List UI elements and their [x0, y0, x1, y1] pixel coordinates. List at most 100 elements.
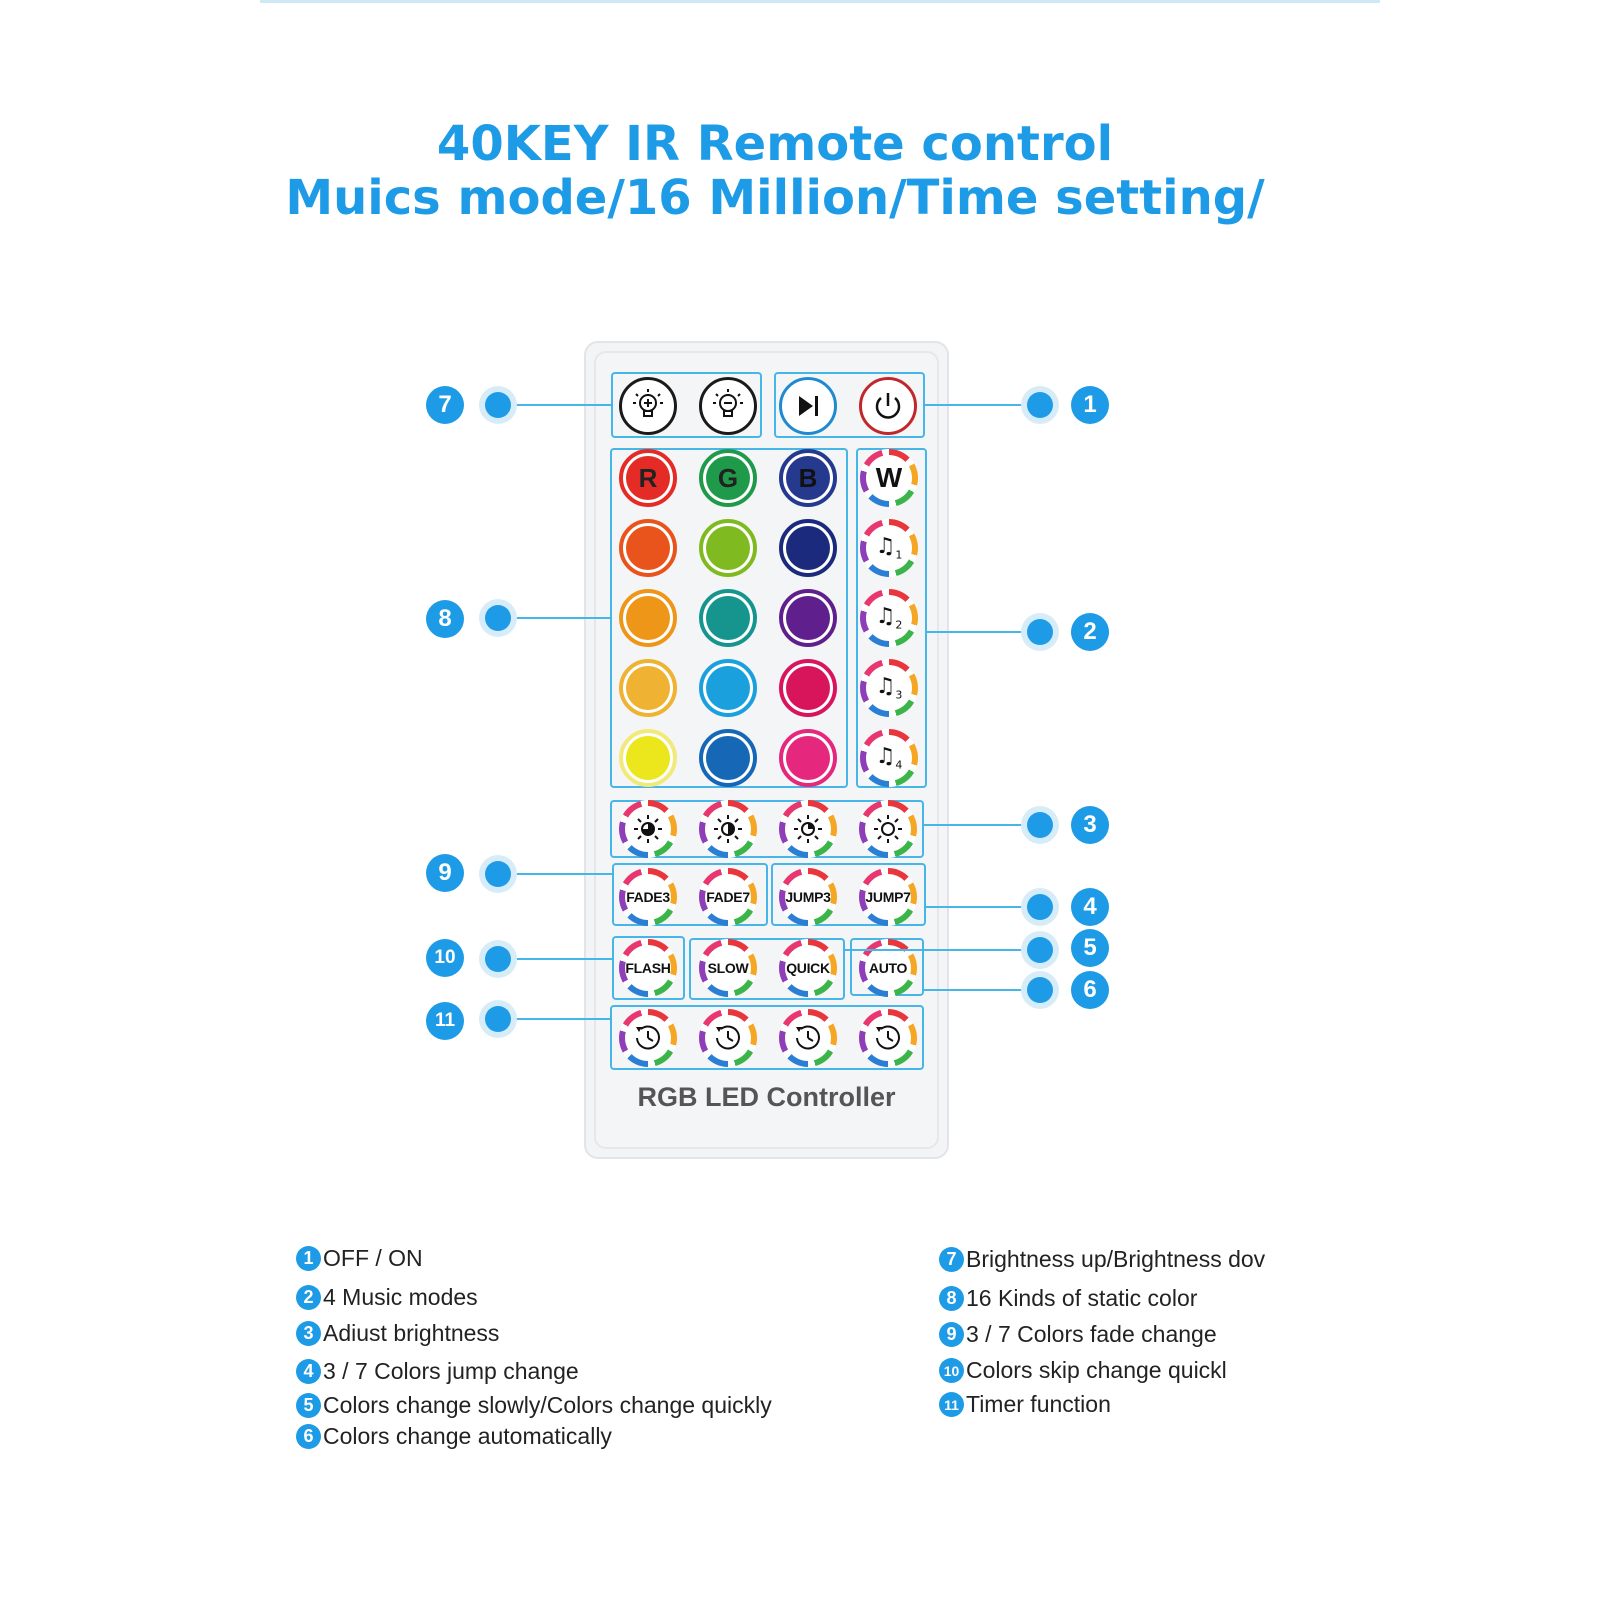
color-button-navy[interactable]: [779, 519, 837, 577]
button-face: W: [866, 455, 912, 501]
fade3-label: FADE3: [626, 889, 670, 905]
color-button-blue[interactable]: [699, 729, 757, 787]
music-mode-1-button[interactable]: ♫1: [860, 519, 918, 577]
button-face: [865, 1015, 911, 1061]
legend-number: 3: [296, 1321, 321, 1346]
button-face: FADE7: [705, 874, 751, 920]
color-button-crimson[interactable]: [779, 659, 837, 717]
button-face: QUICK: [785, 945, 831, 991]
legend-text: Brightness up/Brightness dov: [966, 1246, 1266, 1272]
red-letter: R: [638, 462, 658, 493]
power-play-group: [774, 372, 925, 438]
button-face: [785, 1015, 831, 1061]
timer-1h-button[interactable]: [619, 1009, 677, 1067]
pin-11: [485, 1006, 511, 1032]
music-mode-3-button[interactable]: ♫3: [860, 659, 918, 717]
fade7-label: FADE7: [706, 889, 750, 905]
color-button-orange[interactable]: [619, 589, 677, 647]
callout-8: 8: [426, 600, 464, 638]
legend-text: 4 Music modes: [323, 1284, 478, 1310]
jump-group: [771, 863, 926, 926]
brightness-level-2-button[interactable]: [699, 800, 757, 858]
callout-3: 3: [1071, 806, 1109, 844]
brightness-level-4-button[interactable]: [859, 800, 917, 858]
red-dot: R: [626, 456, 670, 500]
pin-10: [485, 946, 511, 972]
timer-4h-button[interactable]: [859, 1009, 917, 1067]
bulb-plus-icon: [633, 389, 663, 417]
top-divider: [260, 0, 1380, 3]
legend-text: Colors change slowly/Colors change quick…: [323, 1392, 772, 1418]
green-letter: G: [717, 462, 739, 493]
color-dot: [786, 526, 830, 570]
brightness-level-3-button[interactable]: [779, 800, 837, 858]
timer-2h-button[interactable]: [699, 1009, 757, 1067]
color-button-sky[interactable]: [699, 659, 757, 717]
callout-9: 9: [426, 854, 464, 892]
play-pause-button[interactable]: [779, 377, 837, 435]
color-button-purple[interactable]: [779, 589, 837, 647]
red-button[interactable]: R: [619, 449, 677, 507]
green-button[interactable]: G: [699, 449, 757, 507]
fade7-button[interactable]: FADE7: [699, 868, 757, 926]
legend-number: 9: [939, 1322, 964, 1347]
white-button[interactable]: W: [860, 449, 918, 507]
leader-line-6: [924, 989, 1040, 991]
jump7-button[interactable]: JUMP7: [859, 868, 917, 926]
jump3-button[interactable]: JUMP3: [779, 868, 837, 926]
callout-2: 2: [1071, 613, 1109, 651]
legend-number: 11: [939, 1392, 964, 1417]
music-mode-number: 1: [895, 548, 903, 562]
timer-3h-button[interactable]: [779, 1009, 837, 1067]
slow-label: SLOW: [707, 960, 749, 976]
color-button-lime[interactable]: [699, 519, 757, 577]
button-face: ♫2: [866, 595, 912, 641]
callout-11: 11: [426, 1002, 464, 1040]
slow-button[interactable]: SLOW: [699, 939, 757, 997]
auto-label: AUTO: [868, 960, 908, 976]
music-note-icon: ♫3: [875, 674, 903, 702]
color-button-orange-red[interactable]: [619, 519, 677, 577]
auto-button[interactable]: AUTO: [859, 939, 917, 997]
brightness-up-button[interactable]: [619, 377, 677, 435]
callout-10: 10: [426, 939, 464, 977]
pin-3: [1027, 812, 1053, 838]
brightness-level-1-button[interactable]: [619, 800, 677, 858]
music-mode-2-button[interactable]: ♫2: [860, 589, 918, 647]
color-button-amber[interactable]: [619, 659, 677, 717]
page-title-line-2: Muics mode/16 Million/Time setting/: [285, 170, 1265, 226]
button-face: JUMP7: [865, 874, 911, 920]
timer-group: [610, 1005, 924, 1070]
button-face: JUMP3: [785, 874, 831, 920]
flash-group: [612, 936, 685, 1000]
color-button-teal[interactable]: [699, 589, 757, 647]
quick-button[interactable]: QUICK: [779, 939, 837, 997]
music-mode-number: 2: [895, 618, 903, 632]
color-dot: [786, 736, 830, 780]
speed-group: [689, 938, 845, 1000]
color-button-pink[interactable]: [779, 729, 837, 787]
music-mode-number: 4: [895, 758, 903, 772]
page-title-line-1: 40KEY IR Remote control: [436, 116, 1114, 172]
blue-button[interactable]: B: [779, 449, 837, 507]
pin-9: [485, 861, 511, 887]
color-button-yellow[interactable]: [619, 729, 677, 787]
color-dot: [626, 666, 670, 710]
color-dot: [706, 666, 750, 710]
fade3-button[interactable]: FADE3: [619, 868, 677, 926]
power-icon: [875, 393, 901, 419]
green-dot: G: [706, 456, 750, 500]
brightness-down-button[interactable]: [699, 377, 757, 435]
power-button[interactable]: [859, 377, 917, 435]
button-face: FLASH: [625, 945, 671, 991]
music-mode-4-button[interactable]: ♫4: [860, 729, 918, 787]
flash-button[interactable]: FLASH: [619, 939, 677, 997]
button-face: [705, 1015, 751, 1061]
